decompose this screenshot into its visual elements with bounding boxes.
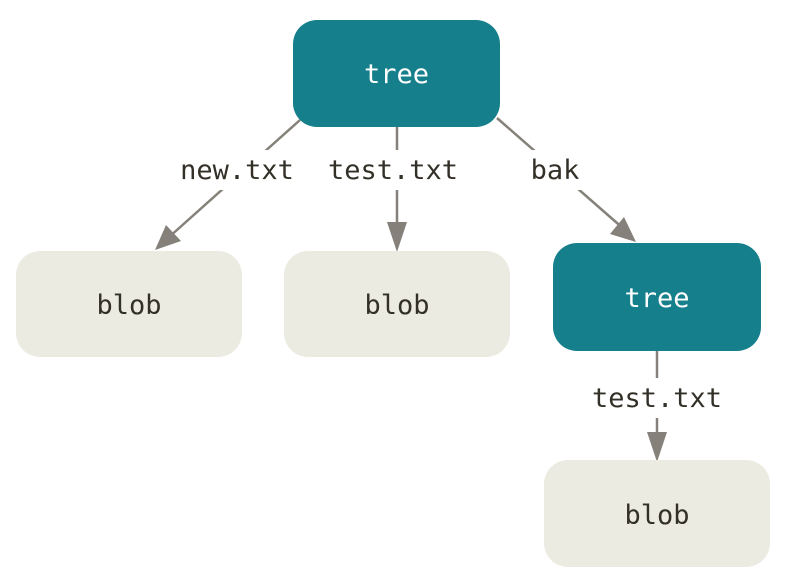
node-label-blob-new: blob — [96, 290, 161, 321]
node-box-blob-test — [284, 251, 510, 357]
arrowhead-test-txt — [387, 222, 407, 252]
node-blob-new: blob — [16, 251, 242, 357]
node-label-blob-test: blob — [364, 290, 429, 321]
edge-label-test-txt: test.txt — [328, 155, 458, 186]
edge-label-bg-bak — [524, 150, 586, 190]
edge-label-sub-test-txt: test.txt — [592, 383, 722, 414]
node-box-blob-bak-test — [544, 460, 770, 567]
arrowhead-new-txt — [155, 225, 181, 250]
node-box-root-tree — [293, 20, 500, 127]
arrowhead-bak — [610, 217, 636, 242]
edge-label-bak: bak — [531, 155, 580, 186]
node-label-blob-bak-test: blob — [624, 500, 689, 531]
edge-label-new-txt: new.txt — [180, 155, 294, 186]
node-label-sub-tree: tree — [624, 283, 689, 314]
edge-label-bg-sub-test-txt — [586, 378, 728, 418]
node-blob-test: blob — [284, 251, 510, 357]
node-sub-tree: tree — [553, 243, 761, 351]
node-blob-bak-test: blob — [544, 460, 770, 567]
node-box-blob-new — [16, 251, 242, 357]
edge-label-bg-new-txt — [174, 150, 298, 190]
edge-label-bg-test-txt — [322, 150, 464, 190]
edge-labels: new.txt test.txt bak test.txt — [180, 155, 722, 414]
arrowheads — [155, 217, 667, 462]
arrowhead-sub-test-txt — [647, 432, 667, 462]
node-root-tree: tree — [293, 20, 500, 127]
edge-label-backgrounds — [174, 150, 728, 418]
node-box-sub-tree — [553, 243, 761, 351]
node-label-root-tree: tree — [364, 59, 429, 90]
